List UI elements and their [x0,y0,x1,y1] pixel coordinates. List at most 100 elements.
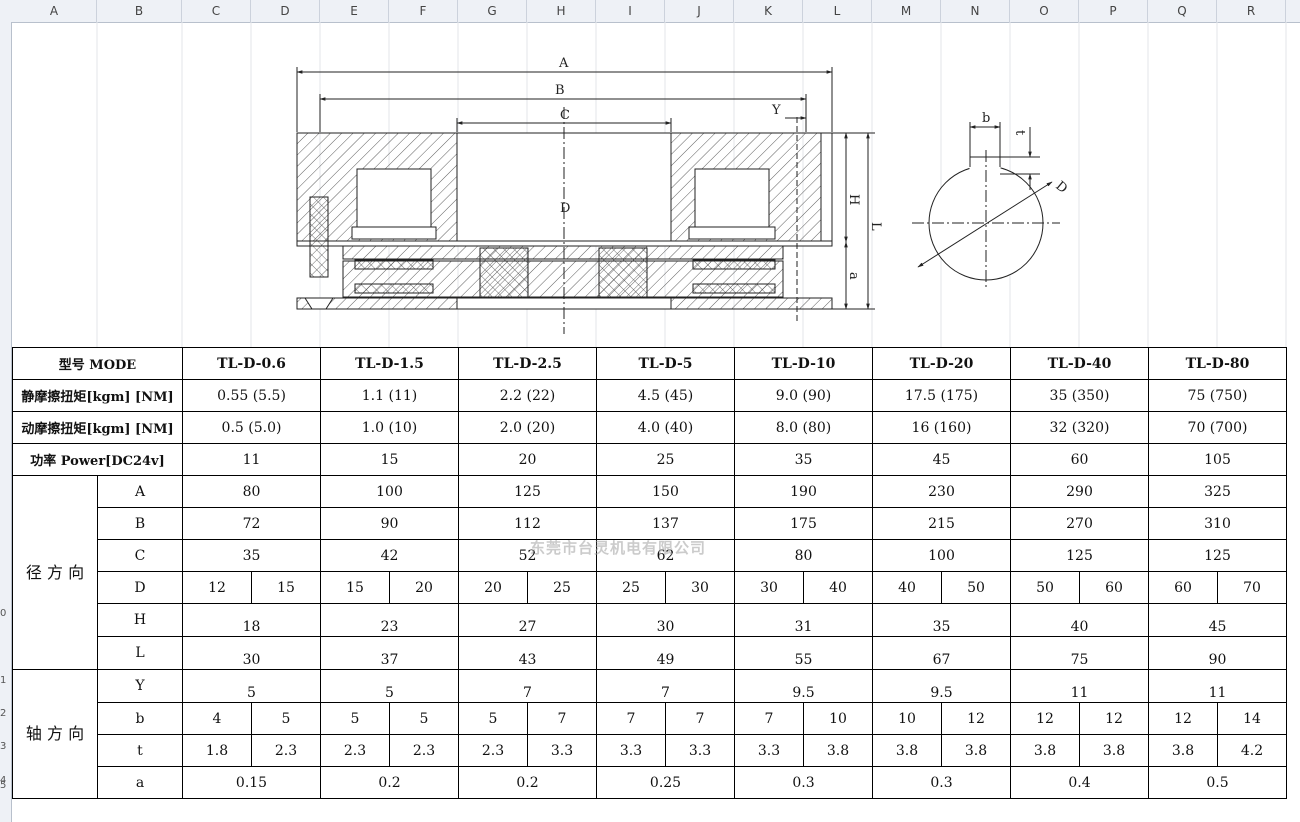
dim-b-cell: 7 [596,702,666,735]
dim-t-cell: 1.8 [182,734,252,767]
model-label: 型号 MODE [12,347,183,380]
dim-a-cell: 0.4 [1010,766,1149,799]
dynamic-torque-cell: 4.0 (40) [596,411,735,444]
dim-b-cell: 7 [527,702,597,735]
column-header-p[interactable]: P [1079,0,1148,22]
dim-D-cell: 25 [596,571,666,604]
column-header-e[interactable]: E [320,0,389,22]
row-header-5[interactable]: 5 [0,780,7,791]
model-cell: TL-D-10 [734,347,873,380]
dim-B-cell: 175 [734,507,873,540]
dim-t-cell: 3.8 [1148,734,1218,767]
radial-group-label: 径 方 向 [12,475,98,670]
dim-H-cell: 30 [596,603,735,637]
dim-D-cell: 20 [458,571,528,604]
dim-L-row: L 30 37 43 49 55 67 75 90 [13,636,1287,670]
dim-b-cell: 10 [803,702,873,735]
dim-b-cell: 12 [1148,702,1218,735]
dim-b-cell: 10 [872,702,942,735]
dim-A-row: 径 方 向 A 80 100 125 150 190 230 290 325 [12,475,1287,670]
dim-b-cell: 5 [389,702,459,735]
row-header-1[interactable]: 1 [0,675,7,686]
dynamic-torque-row: 动摩擦扭矩[kgm] [NM] 0.5 (5.0) 1.0 (10) 2.0 (… [12,411,1287,444]
dim-H-cell: 31 [734,603,873,637]
column-header-d[interactable]: D [251,0,320,22]
column-header-k[interactable]: K [734,0,803,22]
dim-L-cell: 30 [182,636,321,670]
dim-D-cell: 15 [251,571,321,604]
dim-b-cell: 7 [665,702,735,735]
row-header-0[interactable]: 0 [0,608,7,619]
dim-H-cell: 40 [1010,603,1149,637]
row-header-2[interactable]: 2 [0,708,7,719]
dim-A-label: A [97,475,183,508]
dim-Y-row: 轴 方 向 Y 5 5 7 7 9.5 9.5 11 11 [12,669,1287,799]
dynamic-torque-cell: 2.0 (20) [458,411,597,444]
dim-B-cell: 215 [872,507,1011,540]
model-cell: TL-D-40 [1010,347,1149,380]
power-cell: 25 [596,443,735,476]
dim-C-label: C [97,539,183,572]
drawing-label-B: B [555,83,565,98]
static-torque-cell: 35 (350) [1010,379,1149,412]
dim-Y-cell: 9.5 [872,669,1011,703]
dim-t-cell: 4.2 [1217,734,1287,767]
dim-line-shaft-D [917,181,1053,268]
row-header-3[interactable]: 3 [0,741,7,752]
dim-L-cell: 37 [320,636,459,670]
dim-D-cell: 60 [1148,571,1218,604]
dim-L-cell: 55 [734,636,873,670]
column-header-j[interactable]: J [665,0,734,22]
dim-Y-cell: 11 [1010,669,1149,703]
dim-B-label: B [97,507,183,540]
model-cell: TL-D-80 [1148,347,1287,380]
dim-H-cell: 45 [1148,603,1287,637]
dim-L-cell: 75 [1010,636,1149,670]
dim-t-cell: 2.3 [389,734,459,767]
column-header-n[interactable]: N [941,0,1010,22]
column-header-g[interactable]: G [458,0,527,22]
dim-B-cell: 310 [1148,507,1287,540]
dynamic-torque-cell: 70 (700) [1148,411,1287,444]
dim-D-cell: 25 [527,571,597,604]
dim-A-cell: 125 [458,475,597,508]
dim-a-cell: 0.5 [1148,766,1287,799]
model-cell: TL-D-20 [872,347,1011,380]
dim-D-cell: 15 [320,571,390,604]
column-header-q[interactable]: Q [1148,0,1217,22]
dim-a-cell: 0.3 [872,766,1011,799]
dim-A-cell: 80 [182,475,321,508]
dim-t-cell: 3.8 [872,734,942,767]
dim-a-label: a [97,766,183,799]
column-header-l[interactable]: L [803,0,872,22]
dim-H-row: H 18 23 27 30 31 35 40 45 [13,603,1287,637]
static-torque-cell: 75 (750) [1148,379,1287,412]
dim-a-cell: 0.25 [596,766,735,799]
power-label: 功率 Power[DC24v] [12,443,183,476]
dim-b-cell: 5 [458,702,528,735]
row-header-4[interactable]: 4 [0,775,7,786]
column-header-r[interactable]: R [1217,0,1286,22]
column-header-c[interactable]: C [182,0,251,22]
dim-Y-label: Y [97,669,183,703]
dim-C-cell: 42 [320,539,459,572]
dynamic-torque-cell: 1.0 (10) [320,411,459,444]
dim-C-cell: 125 [1148,539,1287,572]
column-header-m[interactable]: M [872,0,941,22]
dim-b-cell: 4 [182,702,252,735]
company-watermark: 东莞市台灵机电有限公司 [530,539,707,557]
dim-t-cell: 3.3 [527,734,597,767]
dim-b-cell: 5 [320,702,390,735]
model-row: 型号 MODE TL-D-0.6 TL-D-1.5 TL-D-2.5 TL-D-… [12,347,1287,380]
column-header-f[interactable]: F [389,0,458,22]
column-header-b[interactable]: B [97,0,182,22]
dim-L-cell: 67 [872,636,1011,670]
column-header-i[interactable]: I [596,0,665,22]
drawing-label-L: L [868,222,883,231]
column-header-h[interactable]: H [527,0,596,22]
dim-D-cell: 40 [872,571,942,604]
column-header-a[interactable]: A [12,0,97,22]
column-header-o[interactable]: O [1010,0,1079,22]
dim-D-cell: 30 [734,571,804,604]
